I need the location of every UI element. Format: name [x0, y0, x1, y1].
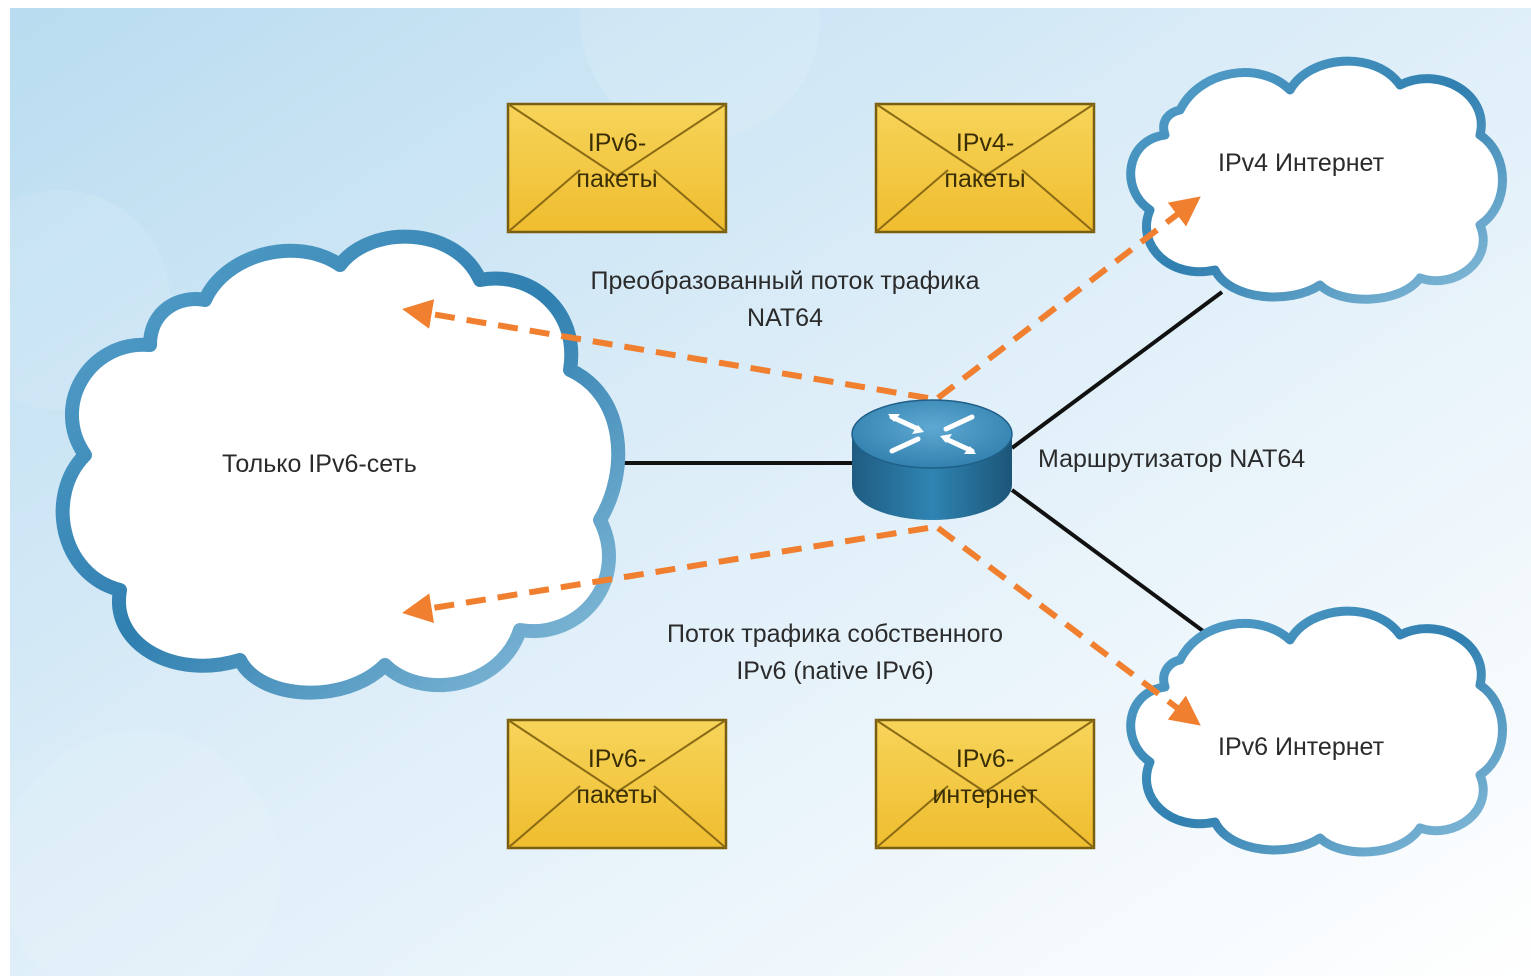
envelope-top-right-line1: IPv4- [955, 129, 1015, 157]
flow-arrow-to-ipv6-internet [936, 525, 1201, 726]
label-native-flow-line2: IPv6 (native IPv6) [736, 657, 934, 685]
envelope-top-left-line2: пакеты [576, 165, 658, 193]
label-translated-flow-line1: Преобразованный поток трафика [590, 267, 980, 295]
envelope-top-right [874, 102, 1096, 234]
label-router: Маршрутизатор NAT64 [1038, 445, 1306, 473]
background-bubble [0, 730, 280, 979]
cloud-ipv6-only [55, 229, 626, 700]
router-icon [851, 399, 1013, 520]
envelope-bottom-left-line1: IPv6- [587, 745, 647, 773]
link-ipv6-internet [1010, 488, 1224, 647]
flow-arrow-to-ipv6-network-bottom [402, 525, 929, 623]
label-translated-flow-line2: NAT64 [747, 304, 823, 332]
flow-arrow-to-ipv4-internet [936, 196, 1201, 401]
flow-arrow-to-ipv6-network-top [402, 299, 929, 401]
cloud-ipv6-internet [1126, 606, 1507, 857]
envelope-bottom-left [506, 718, 728, 850]
link-ipv4-internet [1010, 290, 1224, 450]
envelope-bottom-right-line2: интернет [932, 781, 1038, 809]
envelope-top-left-line1: IPv6- [587, 129, 647, 157]
label-ipv6-internet: IPv6 Интернет [1218, 733, 1385, 761]
envelope-top-left [506, 102, 728, 234]
envelope-bottom-right [874, 718, 1096, 850]
label-ipv6-only-network: Только IPv6-сеть [222, 450, 417, 478]
envelope-bottom-right-line1: IPv6- [955, 745, 1015, 773]
label-native-flow-line1: Поток трафика собственного [667, 620, 1003, 648]
envelope-bottom-left-line2: пакеты [576, 781, 658, 809]
label-ipv4-internet: IPv4 Интернет [1218, 149, 1385, 177]
envelope-top-right-line2: пакеты [944, 165, 1026, 193]
cloud-ipv4-internet [1126, 56, 1507, 304]
